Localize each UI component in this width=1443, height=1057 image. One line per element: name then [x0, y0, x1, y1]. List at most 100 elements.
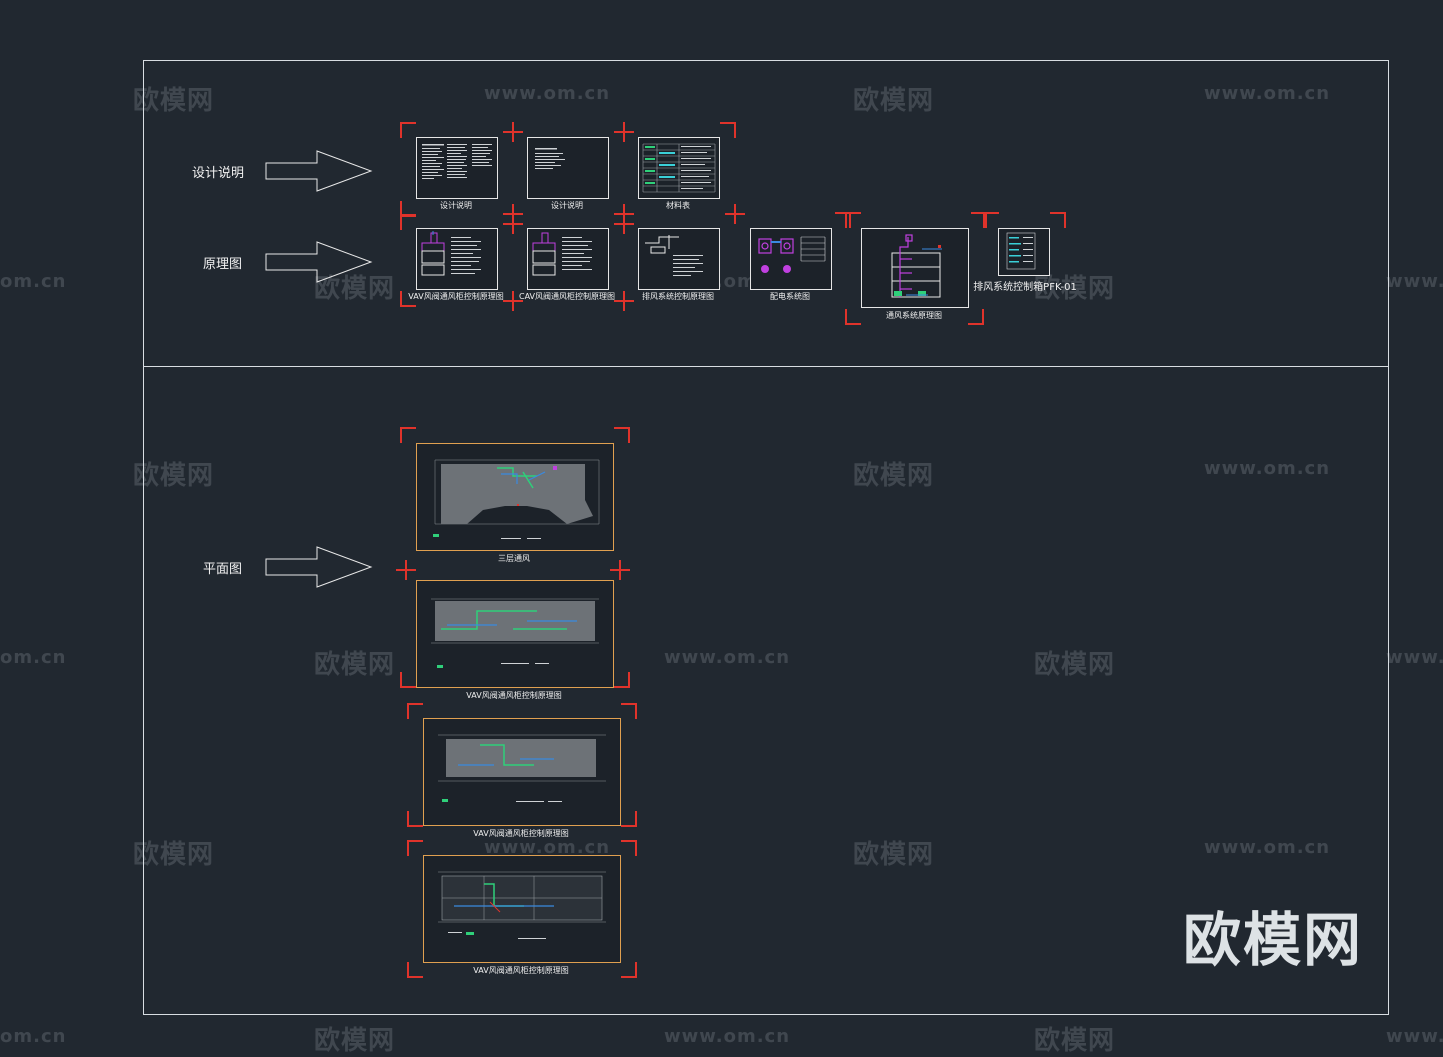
- sheet-corner-marker: [503, 214, 523, 234]
- sheet-corner-marker: [400, 672, 416, 688]
- sheet-caption: VAV风阀通风柜控制原理图: [473, 829, 569, 838]
- sheet-corner-marker: [396, 560, 416, 580]
- watermark-url: www.: [1386, 1026, 1443, 1047]
- sheet-ventilation-schematic[interactable]: [861, 228, 969, 308]
- plan-sheet-3[interactable]: [423, 718, 621, 826]
- sheet-caption: 配电系统图: [770, 292, 810, 301]
- watermark-brand: 欧模网: [314, 1026, 396, 1056]
- plan-sheet-4[interactable]: [423, 855, 621, 963]
- sheet-corner-marker: [621, 840, 637, 856]
- watermark-url: www.om.cn: [484, 83, 611, 104]
- sheet-caption: CAV风阀通风柜控制原理图: [518, 292, 616, 301]
- sheet-corner-marker: [614, 672, 630, 688]
- sheet-thumbnail: [645, 235, 703, 276]
- sheet-corner-marker: [845, 309, 861, 325]
- sheet-corner-marker: [835, 212, 851, 228]
- sheet-corner-marker: [1050, 212, 1066, 228]
- sheet-thumbnail: [642, 143, 716, 193]
- plan-sheet-2[interactable]: [416, 580, 614, 688]
- watermark-brand: 欧模网: [133, 840, 215, 870]
- sheet-thumbnail: [1006, 232, 1036, 270]
- plan-thumbnail: [438, 871, 606, 939]
- sheet-corner-marker: [720, 122, 736, 138]
- sheet-corner-marker: [621, 811, 637, 827]
- watermark-url: www.: [1386, 647, 1443, 668]
- sheet-corner-marker: [400, 122, 416, 138]
- row-label-plan: 平面图: [203, 562, 243, 577]
- sheet-thumbnail: [421, 231, 481, 276]
- watermark-url: www.om.cn: [1204, 83, 1331, 104]
- sheet-corner-marker: [614, 214, 634, 234]
- sheet-caption: 设计说明: [440, 201, 472, 210]
- sheet-caption: VAV风阀通风柜控制原理图: [473, 966, 569, 975]
- watermark-url: om.cn: [0, 647, 67, 668]
- sheet-thumbnail: [758, 236, 826, 273]
- sheet-design-notes-2[interactable]: [527, 137, 609, 199]
- watermark-brand: 欧模网: [314, 274, 396, 304]
- watermark-brand: 欧模网: [853, 461, 935, 491]
- sheet-corner-marker: [407, 811, 423, 827]
- watermark-url: www.om.cn: [1204, 458, 1331, 479]
- arrow-right-icon: [265, 241, 373, 283]
- sheet-corner-marker: [614, 427, 630, 443]
- sheet-caption: 排风系统控制箱PFK-01: [973, 282, 1077, 293]
- watermark-brand: 欧模网: [853, 840, 935, 870]
- sheet-thumbnail: [891, 234, 942, 298]
- sheet-corner-marker: [983, 212, 999, 228]
- row-label-design-notes: 设计说明: [192, 166, 245, 181]
- sheet-caption: 通风系统原理图: [886, 311, 942, 320]
- arrow-right-icon: [265, 150, 373, 192]
- sheet-exhaust-schematic[interactable]: [638, 228, 720, 290]
- watermark-url: www.om.cn: [664, 1026, 791, 1047]
- watermark-brand: 欧模网: [133, 461, 215, 491]
- watermark-url: www.om.cn: [1204, 837, 1331, 858]
- plan-sheet-1[interactable]: [416, 443, 614, 551]
- watermark-url: om.cn: [0, 1026, 67, 1047]
- sheet-corner-marker: [400, 214, 416, 230]
- sheet-corner-marker: [614, 291, 634, 311]
- row-label-schematic: 原理图: [203, 257, 243, 272]
- sheet-caption: VAV风阀通风柜控制原理图: [408, 292, 504, 301]
- sheet-corner-marker: [845, 212, 861, 228]
- sheet-corner-marker: [621, 962, 637, 978]
- sheet-corner-marker: [400, 427, 416, 443]
- sheet-corner-marker: [407, 703, 423, 719]
- sheet-corner-marker: [400, 291, 416, 307]
- watermark-brand: 欧模网: [314, 650, 396, 680]
- sheet-caption: VAV风阀通风柜控制原理图: [466, 691, 562, 700]
- plan-thumbnail: [431, 598, 599, 668]
- sheet-corner-marker: [407, 840, 423, 856]
- plan-thumbnail: [438, 734, 606, 802]
- sheet-corner-marker: [968, 309, 984, 325]
- sheet-caption: 材料表: [666, 201, 690, 210]
- sheet-power-distribution[interactable]: [750, 228, 832, 290]
- sheet-corner-marker: [503, 122, 523, 142]
- sheet-corner-marker: [400, 201, 416, 217]
- sheet-design-notes-1[interactable]: [416, 137, 498, 199]
- sheet-thumbnail: [535, 148, 565, 169]
- sheet-material-list[interactable]: [638, 137, 720, 199]
- sheet-thumbnail: [422, 144, 492, 179]
- sheet-corner-marker: [614, 122, 634, 142]
- sheet-corner-marker: [725, 204, 745, 224]
- watermark-url: www.om.cn: [664, 647, 791, 668]
- watermark-url: om.cn: [0, 271, 67, 292]
- sheet-caption: 三层通风: [498, 554, 530, 563]
- sheet-vav-schematic[interactable]: [416, 228, 498, 290]
- watermark-brand: 欧模网: [853, 86, 935, 116]
- sheet-corner-marker: [971, 212, 987, 228]
- sheet-caption: 设计说明: [551, 201, 583, 210]
- sheet-caption: 排风系统控制原理图: [642, 292, 714, 301]
- sheet-cav-schematic[interactable]: [527, 228, 609, 290]
- watermark-url: www.om.cn: [484, 837, 611, 858]
- frame-divider: [143, 366, 1388, 367]
- watermark-brand: 欧模网: [1034, 274, 1116, 304]
- sheet-control-box-pfk01[interactable]: [998, 228, 1050, 276]
- watermark-brand: 欧模网: [1034, 1026, 1116, 1056]
- watermark-brand: 欧模网: [1034, 650, 1116, 680]
- brand-watermark-large: 欧模网: [1183, 906, 1364, 974]
- sheet-corner-marker: [503, 291, 523, 311]
- arrow-right-icon: [265, 546, 373, 588]
- sheet-thumbnail: [532, 232, 592, 276]
